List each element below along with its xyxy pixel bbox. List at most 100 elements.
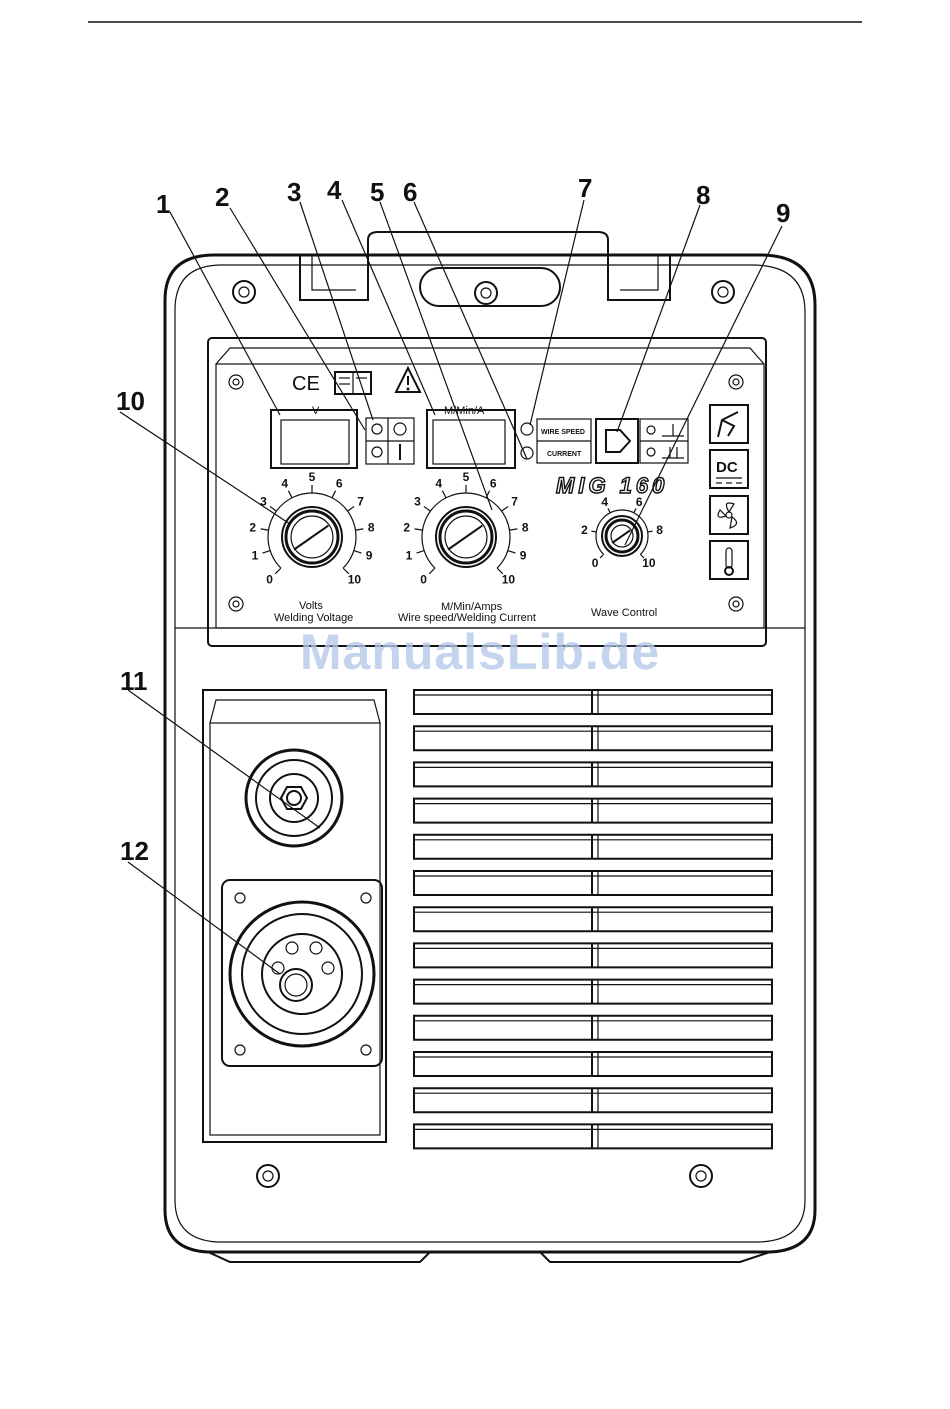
torch-socket: [246, 750, 342, 846]
callout-10: 10: [116, 386, 145, 416]
voltage-knob-tick: [348, 506, 354, 511]
vent-slot: [414, 980, 772, 1004]
connector-plate: [203, 690, 386, 1142]
trigger-mode-switch: [596, 419, 688, 463]
vent-slot: [414, 943, 772, 967]
side-status-icons: DC: [710, 405, 748, 579]
callout-1: 1: [156, 189, 170, 219]
vent-slot: [414, 871, 772, 895]
voltage-knob-unit: Volts: [299, 600, 323, 612]
wave-control-knob-tick: [608, 508, 610, 512]
wirespeed-knob-scale-label: 9: [520, 549, 527, 563]
voltage-knob-tick: [354, 551, 362, 553]
dc-label: DC: [716, 459, 738, 476]
wirespeed-knob-tick: [442, 491, 446, 498]
wirespeed-knob-scale-label: 0: [420, 572, 427, 586]
torch-icon: [710, 405, 748, 443]
voltage-knob-scale-label: 2: [249, 521, 256, 535]
wirespeed-knob-pointer: [448, 526, 482, 550]
wirespeed-knob-scale-label: 5: [463, 470, 470, 484]
wave-control-knob-scale-label: 2: [581, 523, 588, 537]
wave-control-knob-scale-label: 6: [636, 495, 643, 509]
wire-speed-indicator-label: WIRE SPEED: [541, 429, 585, 436]
voltage-knob-tick: [261, 529, 269, 530]
wirespeed-knob-tick: [424, 506, 430, 511]
voltage-knob-tick: [355, 529, 363, 530]
vent-slot: [414, 726, 772, 750]
ventilation-grille: [414, 690, 772, 1148]
vent-slot: [414, 690, 772, 714]
current-indicator-label: CURRENT: [547, 451, 582, 458]
callout-7: 7: [578, 173, 592, 203]
callout-3: 3: [287, 177, 301, 207]
voltage-knob-tick: [288, 491, 292, 498]
callout-9: 9: [776, 198, 790, 228]
callout-11: 11: [120, 666, 148, 696]
voltage-knob-scale-label: 4: [281, 477, 288, 491]
vent-slot: [414, 1088, 772, 1112]
wirespeed-knob-scale-label: 1: [406, 549, 413, 563]
voltage-knob-scale-arc: [268, 493, 356, 568]
panel-logos: CE: [292, 368, 420, 395]
callout-6: 6: [403, 177, 417, 207]
voltage-knob-tick: [270, 506, 276, 511]
voltage-knob-scale-label: 1: [252, 549, 259, 563]
output-socket: [222, 880, 382, 1066]
voltage-knob-scale-label: 8: [368, 521, 375, 535]
wave-control-knob-scale-label: 0: [592, 556, 599, 570]
vent-slot: [414, 835, 772, 859]
callout-12: 12: [120, 836, 149, 866]
wirespeed-knob-scale-label: 6: [490, 477, 497, 491]
fan-icon: [710, 496, 748, 534]
wirespeed-knob-tick: [502, 506, 508, 511]
voltage-knob-scale-label: 9: [366, 549, 373, 563]
voltage-knob-tick: [275, 568, 281, 574]
voltage-knob-scale-label: 7: [357, 495, 364, 509]
wirespeed-knob-tick: [415, 529, 423, 530]
voltage-knob-scale-label: 6: [336, 477, 343, 491]
vent-slot: [414, 1016, 772, 1040]
wirespeed-display: M/Min/A: [427, 405, 515, 468]
wave-control-knob-tick: [591, 531, 596, 532]
voltage-display-label: V: [312, 405, 320, 417]
machine-body: [165, 232, 815, 1262]
wirespeed-knob-scale-label: 10: [502, 572, 516, 586]
voltage-knob-scale-label: 5: [309, 470, 316, 484]
vent-slot: [414, 1124, 772, 1148]
wave-control-caption: Wave Control: [591, 607, 657, 619]
dc-icon: DC: [710, 450, 748, 488]
watermark: ManualsLib.de: [290, 622, 670, 682]
thermometer-icon: [710, 541, 748, 579]
vent-slot: [414, 762, 772, 786]
wirespeed-knob: 01 234 5 678 9 10: [403, 470, 529, 586]
wirespeed-knob-scale-label: 3: [414, 495, 421, 509]
wirespeed-knob-scale-label: 7: [511, 495, 518, 509]
wirespeed-knob-scale-label: 2: [403, 521, 410, 535]
wirespeed-knob-scale-label: 4: [435, 477, 442, 491]
vent-slot: [414, 799, 772, 823]
voltage-knob-pointer: [294, 526, 328, 550]
wave-control-knob-tick: [600, 554, 604, 558]
function-leds: [366, 418, 414, 464]
voltage-knob-scale-label: 10: [348, 572, 362, 586]
voltage-knob-tick: [263, 551, 271, 553]
callout-8: 8: [696, 180, 710, 210]
wirespeed-knob-tick: [417, 551, 425, 553]
mode-indicators: WIRE SPEED CURRENT: [521, 419, 591, 463]
voltage-knob-tick: [332, 491, 336, 498]
voltage-display: V: [271, 405, 357, 468]
wave-control-knob-scale-label: 10: [642, 556, 656, 570]
callout-4: 4: [327, 175, 342, 205]
wirespeed-display-label: M/Min/A: [444, 405, 485, 417]
model-name: MIG 160: [556, 473, 668, 498]
wirespeed-knob-tick: [509, 529, 517, 530]
wirespeed-knob-scale-arc: [422, 493, 510, 568]
wirespeed-knob-scale-label: 8: [522, 521, 529, 535]
callout-2: 2: [215, 182, 229, 212]
wave-control-knob: 0 24 68 10: [581, 495, 663, 570]
wave-control-knob-scale-label: 4: [601, 495, 608, 509]
wave-control-knob-scale-label: 8: [656, 523, 663, 537]
vent-slot: [414, 1052, 772, 1076]
callout-5: 5: [370, 177, 384, 207]
